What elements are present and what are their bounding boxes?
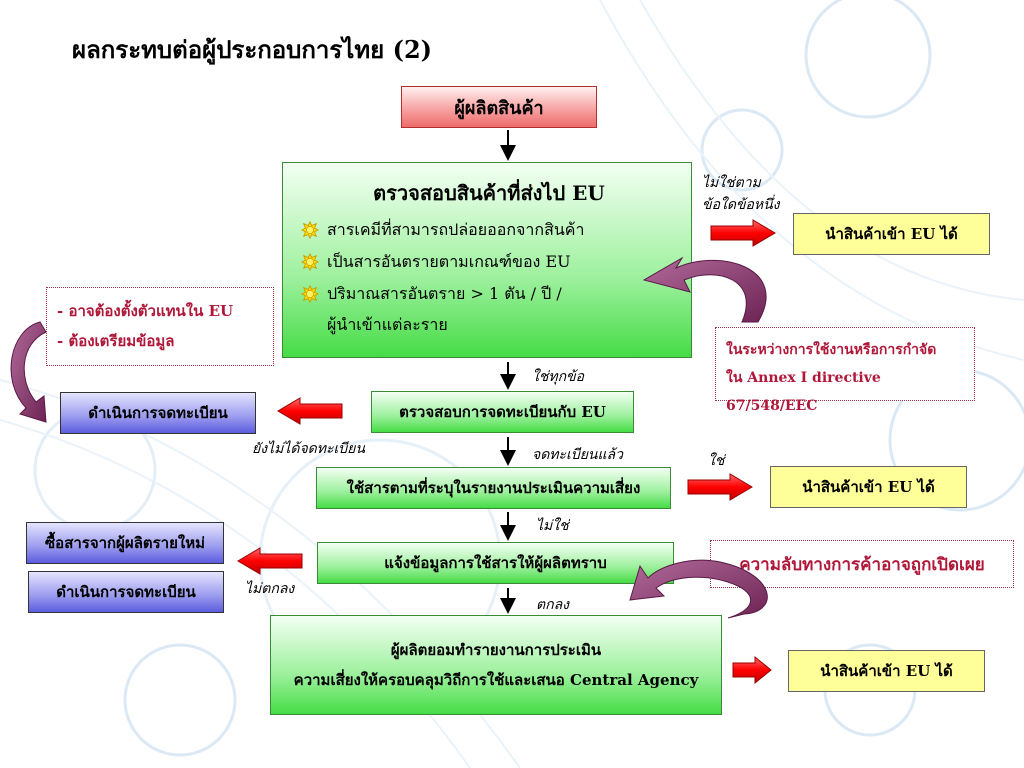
final-report-line: ผู้ผลิตยอมทำรายงานการประเมิน <box>390 641 602 659</box>
can-import-box-1: นำสินค้าเข้า EU ได้ <box>793 213 990 255</box>
final-report-box: ผู้ผลิตยอมทำรายงานการประเมิน ความเสี่ยงใ… <box>270 615 722 715</box>
sun-bullet-icon <box>301 221 319 239</box>
not-registered-label: ยังไม่ได้จดทะเบียน <box>252 441 365 457</box>
use-per-report-label: ใช้สารตามที่ระบุในรายงานประเมินความเสี่ย… <box>346 479 641 497</box>
do-register-label: ดำเนินการจดทะเบียน <box>56 583 196 601</box>
representative-note-line: - ต้องเตรียมข้อมูล <box>57 332 175 350</box>
register-check-box: ตรวจสอบการจดทะเบียนกับ EU <box>371 391 634 433</box>
yes-label: ใช่ <box>708 453 725 469</box>
check-products-heading: ตรวจสอบสินค้าที่ส่งไป EU <box>373 181 605 205</box>
not-meet-label: ไม่ใช่ตาม ข้อใดข้อหนึ่ง <box>702 172 780 216</box>
register-check-label: ตรวจสอบการจดทะเบียนกับ EU <box>399 403 606 421</box>
check-bullet-text: เป็นสารอันตรายตามเกณฑ์ของ EU <box>327 252 571 271</box>
page-title: ผลกระทบต่อผู้ประกอบการไทย (2) <box>72 35 433 64</box>
annex-note-line: ในระหว่างการใช้งานหรือการกำจัด <box>726 342 937 358</box>
check-products-box: ตรวจสอบสินค้าที่ส่งไป EU สารเคมีที่สามาร… <box>282 162 692 358</box>
inform-producer-label: แจ้งข้อมูลการใช้สารให้ผู้ผลิตทราบ <box>384 554 607 572</box>
red-arrow-right <box>710 219 776 247</box>
no-label: ไม่ใช่ <box>536 518 569 534</box>
check-bullet: ปริมาณสารอันตราย > 1 ตัน / ปี / <box>301 283 677 305</box>
can-import-box-2: นำสินค้าเข้า EU ได้ <box>770 466 967 508</box>
can-import-label: นำสินค้าเข้า EU ได้ <box>825 225 958 243</box>
check-bullet-text: ปริมาณสารอันตราย > 1 ตัน / ปี / <box>327 284 562 303</box>
representative-note-line: - อาจต้องตั้งตัวแทนใน EU <box>57 302 234 320</box>
sun-bullet-icon <box>301 285 319 303</box>
yes-all-label: ใช่ทุกข้อ <box>532 369 585 385</box>
final-report-line: ความเสี่ยงให้ครอบคลุมวิถีการใช้และเสนอ C… <box>293 671 699 689</box>
inform-producer-box: แจ้งข้อมูลการใช้สารให้ผู้ผลิตทราบ <box>317 542 674 584</box>
check-bullet: เป็นสารอันตรายตามเกณฑ์ของ EU <box>301 251 677 273</box>
do-register-label: ดำเนินการจดทะเบียน <box>88 404 228 422</box>
not-meet-label-line: ข้อใดข้อหนึ่ง <box>702 197 780 213</box>
annex-note: ในระหว่างการใช้งานหรือการกำจัด ใน Annex … <box>715 327 975 414</box>
can-import-label: นำสินค้าเข้า EU ได้ <box>802 478 935 496</box>
can-import-label: นำสินค้าเข้า EU ได้ <box>820 662 953 680</box>
curved-arrow <box>629 559 768 619</box>
not-meet-label-line: ไม่ใช่ตาม <box>702 175 761 191</box>
red-arrow-right <box>687 473 753 501</box>
check-bullet-text: สารเคมีที่สามารถปล่อยออกจากสินค้า <box>327 220 585 239</box>
agree-label: ตกลง <box>536 597 569 613</box>
use-per-report-box: ใช้สารตามที่ระบุในรายงานประเมินความเสี่ย… <box>316 467 671 509</box>
sun-bullet-icon <box>301 253 319 271</box>
buy-new-label: ซื้อสารจากผู้ผลิตรายใหม่ <box>45 534 205 552</box>
red-arrow-left <box>237 547 303 575</box>
registered-label: จดทะเบียนแล้ว <box>532 447 623 463</box>
check-bullet: สารเคมีที่สามารถปล่อยออกจากสินค้า <box>301 219 677 241</box>
producer-label: ผู้ผลิตสินค้า <box>454 97 544 119</box>
trade-secret-label: ความลับทางการค้าอาจถูกเปิดเผย <box>739 554 985 575</box>
curved-arrow <box>10 321 47 423</box>
do-register-box-1: ดำเนินการจดทะเบียน <box>60 392 256 434</box>
trade-secret-note: ความลับทางการค้าอาจถูกเปิดเผย <box>710 540 1014 588</box>
buy-new-box: ซื้อสารจากผู้ผลิตรายใหม่ <box>26 522 224 564</box>
check-bullet-continuation: ผู้นำเข้าแต่ละราย <box>327 315 448 334</box>
representative-note: - อาจต้องตั้งตัวแทนใน EU - ต้องเตรียมข้อ… <box>46 287 274 366</box>
producer-box: ผู้ผลิตสินค้า <box>401 86 597 128</box>
do-register-box-2: ดำเนินการจดทะเบียน <box>28 571 224 613</box>
can-import-box-3: นำสินค้าเข้า EU ได้ <box>788 650 985 692</box>
disagree-label: ไม่ตกลง <box>245 581 295 597</box>
curved-arrow <box>642 256 767 323</box>
red-arrow-right <box>732 655 772 685</box>
annex-note-line: ใน Annex I directive 67/548/EEC <box>726 370 881 414</box>
red-arrow-left <box>277 397 343 425</box>
